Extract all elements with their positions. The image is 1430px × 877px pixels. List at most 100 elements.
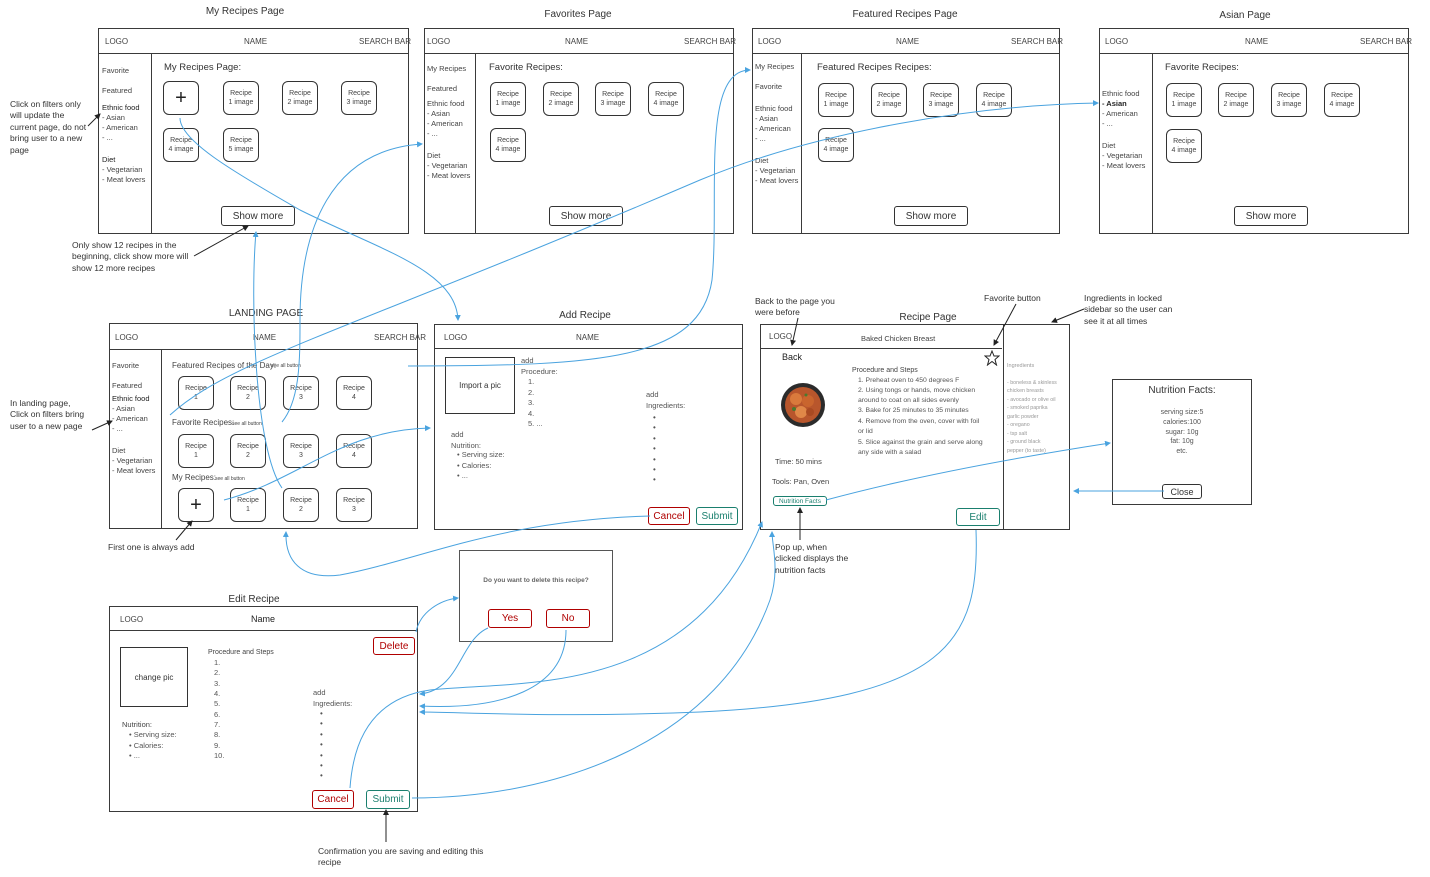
change-pic-button[interactable]: change pic [120,647,188,707]
recipe-card[interactable]: Recipe 2 image [543,82,579,116]
submit-button[interactable]: Submit [366,790,410,809]
recipe-card[interactable]: Recipe 3 image [595,82,631,116]
logo[interactable]: LOGO [1105,37,1129,46]
sidebar-favorite[interactable]: Favorite [112,361,140,370]
submit-button[interactable]: Submit [696,507,738,525]
recipe-card[interactable]: Recipe 3 image [1271,83,1307,117]
logo[interactable]: LOGO [105,37,129,46]
logo[interactable]: LOGO [427,37,451,46]
sidebar-more[interactable]: - ... [427,129,438,138]
show-more-button[interactable]: Show more [549,206,623,226]
ingredient-list[interactable]: • • • • • • • [320,709,323,781]
edit-button[interactable]: Edit [956,508,1000,526]
search-bar[interactable]: SEARCH BAR [374,333,427,342]
recipe-card[interactable]: Recipe 2 [230,376,266,410]
sidebar-vegetarian[interactable]: - Vegetarian [427,161,468,170]
recipe-card[interactable]: Recipe 4 image [976,83,1012,117]
import-pic-button[interactable]: Import a pic [445,357,515,414]
recipe-card[interactable]: Recipe 4 image [1166,129,1202,163]
add-recipe-card[interactable]: + [178,488,214,522]
recipe-card[interactable]: Recipe 2 image [871,83,907,117]
logo[interactable]: LOGO [769,332,793,341]
sidebar-american[interactable]: - American [1102,109,1138,118]
sidebar-meat-lovers[interactable]: - Meat lovers [1102,161,1146,170]
sidebar-favorite[interactable]: Favorite [102,66,130,75]
close-button[interactable]: Close [1162,484,1202,499]
recipe-card[interactable]: Recipe 5 image [223,128,259,162]
add-recipe-card[interactable]: + [163,81,199,115]
sidebar-more[interactable]: - ... [755,134,766,143]
yes-button[interactable]: Yes [488,609,532,628]
recipe-card[interactable]: Recipe 3 [283,434,319,468]
ingredient-list[interactable]: • • • • • • • [653,413,656,485]
sidebar-american[interactable]: - American [102,123,138,132]
recipe-card[interactable]: Recipe 3 image [923,83,959,117]
recipe-card[interactable]: Recipe 4 image [163,128,199,162]
recipe-card[interactable]: Recipe 4 [336,376,372,410]
recipe-card[interactable]: Recipe 3 image [341,81,377,115]
sidebar-featured[interactable]: Featured [102,86,133,95]
sidebar-vegetarian[interactable]: - Vegetarian [1102,151,1143,160]
recipe-card[interactable]: Recipe 1 image [1166,83,1202,117]
sidebar-meat-lovers[interactable]: - Meat lovers [427,171,471,180]
recipe-card[interactable]: Recipe 4 image [1324,83,1360,117]
see-all-button[interactable]: see all button [215,476,245,482]
show-more-button[interactable]: Show more [894,206,968,226]
sidebar-favorite[interactable]: Favorite [755,82,783,91]
see-all-button[interactable]: see all button [271,363,301,369]
nutrition-list[interactable]: • Serving size: • Calories: • ... [457,450,505,480]
sidebar-my-recipes[interactable]: My Recipes [755,62,795,71]
sidebar-meat-lovers[interactable]: - Meat lovers [102,175,146,184]
nutrition-list[interactable]: • Serving size: • Calories: • ... [129,730,177,760]
recipe-card[interactable]: Recipe 4 image [490,128,526,162]
search-bar[interactable]: SEARCH BAR [1360,37,1413,46]
recipe-card[interactable]: Recipe 1 image [490,82,526,116]
cancel-button[interactable]: Cancel [312,790,354,809]
recipe-card[interactable]: Recipe 1 [230,488,266,522]
sidebar-asian[interactable]: - Asian [427,109,450,118]
no-button[interactable]: No [546,609,590,628]
see-all-button[interactable]: see all button [232,421,262,427]
recipe-card[interactable]: Recipe 1 image [223,81,259,115]
sidebar-american[interactable]: - American [112,414,148,423]
sidebar-more[interactable]: - ... [102,133,113,142]
sidebar-featured[interactable]: Featured [427,84,458,93]
recipe-card[interactable]: Recipe 2 [230,434,266,468]
recipe-card[interactable]: Recipe 4 image [648,82,684,116]
recipe-card[interactable]: Recipe 3 [336,488,372,522]
sidebar-featured[interactable]: Featured [112,381,143,390]
search-bar[interactable]: SEARCH BAR [1011,37,1064,46]
recipe-card[interactable]: Recipe 4 [336,434,372,468]
sidebar-vegetarian[interactable]: - Vegetarian [102,165,143,174]
cancel-button[interactable]: Cancel [648,507,690,525]
delete-button[interactable]: Delete [373,637,415,655]
procedure-list[interactable]: 1. 2. 3. 4. 5. ... [528,377,543,428]
recipe-card[interactable]: Recipe 3 [283,376,319,410]
logo[interactable]: LOGO [120,615,144,624]
recipe-card[interactable]: Recipe 2 image [1218,83,1254,117]
sidebar-american[interactable]: - American [427,119,463,128]
procedure-list[interactable]: 1. 2. 3. 4. 5. 6. 7. 8. 9. 10. [214,658,225,761]
recipe-card[interactable]: Recipe 1 [178,376,214,410]
back-button[interactable]: Back [782,352,803,362]
sidebar-meat-lovers[interactable]: - Meat lovers [755,176,799,185]
sidebar-asian[interactable]: - Asian [755,114,778,123]
sidebar-american[interactable]: - American [755,124,791,133]
favorite-star-icon[interactable] [984,350,1000,366]
recipe-card[interactable]: Recipe 1 [178,434,214,468]
sidebar-asian[interactable]: - Asian [102,113,125,122]
recipe-card[interactable]: Recipe 1 image [818,83,854,117]
sidebar-vegetarian[interactable]: - Vegetarian [755,166,796,175]
logo[interactable]: LOGO [444,333,468,342]
nutrition-facts-button[interactable]: Nutrition Facts [773,496,827,506]
search-bar[interactable]: SEARCH BAR [684,37,737,46]
sidebar-asian[interactable]: - Asian [112,404,135,413]
recipe-card[interactable]: Recipe 2 [283,488,319,522]
sidebar-meat-lovers[interactable]: - Meat lovers [112,466,156,475]
show-more-button[interactable]: Show more [1234,206,1308,226]
search-bar[interactable]: SEARCH BAR [359,37,412,46]
sidebar-vegetarian[interactable]: - Vegetarian [112,456,153,465]
recipe-card[interactable]: Recipe 2 image [282,81,318,115]
recipe-card[interactable]: Recipe 4 image [818,128,854,162]
sidebar-more[interactable]: - ... [1102,119,1113,128]
